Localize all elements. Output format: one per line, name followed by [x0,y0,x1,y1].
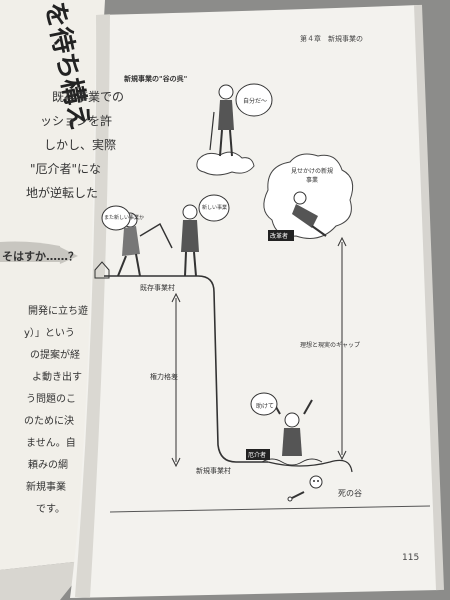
left-lower-line: 開発に立ち遊 [28,306,88,317]
left-line: 地が逆転した [26,186,99,200]
page-number: 115 [402,553,420,563]
left-line: 既存事業での [52,90,125,104]
fake-reform-label: 見せかけの新規事業 [290,168,333,184]
trouble-maker-label: 厄介者 [248,452,267,459]
left-lower-line: y）」という [24,328,75,339]
valley-of-death-label: 死の谷 [338,489,362,498]
existing-village-label: 既存事業村 [140,284,175,292]
worker-bubble-text: また新しい事業か [104,215,145,221]
left-lower-line: 新規事業 [26,482,66,493]
running-header: 第４章 新規事業の [300,35,363,43]
left-lower-line: のために決 [24,416,74,427]
left-lower-line: 頼みの綱 [28,460,68,471]
left-lower-line: う問題のこ [26,394,76,405]
left-lower-line: です。 [36,504,65,515]
hero-bubble-text: 自分だ〜 [243,98,268,105]
left-lower-line: の提案が経 [30,350,80,361]
left-lower-line: よ動き出す [32,372,82,383]
figure-caption: 新規事業の"谷の呉" [124,75,188,83]
power-gap-label: 権力格差 [150,373,178,381]
left-section-heading: そはすか……？ [2,250,79,263]
left-line: "厄介者"にな [30,162,102,176]
left-line: しかし、実際 [44,138,117,152]
left-lower-line: ません。自 [26,438,76,449]
new-village-label: 新規事業村 [196,467,231,475]
manager-bubble-text: 新しい事業 [202,205,228,211]
left-line: ッションを許 [40,114,113,128]
reformer-label: 改革者 [270,233,289,240]
rescue-bubble-text: 助けて [256,403,275,410]
ideal-gap-label: 理想と現実のギャップ [300,342,361,349]
